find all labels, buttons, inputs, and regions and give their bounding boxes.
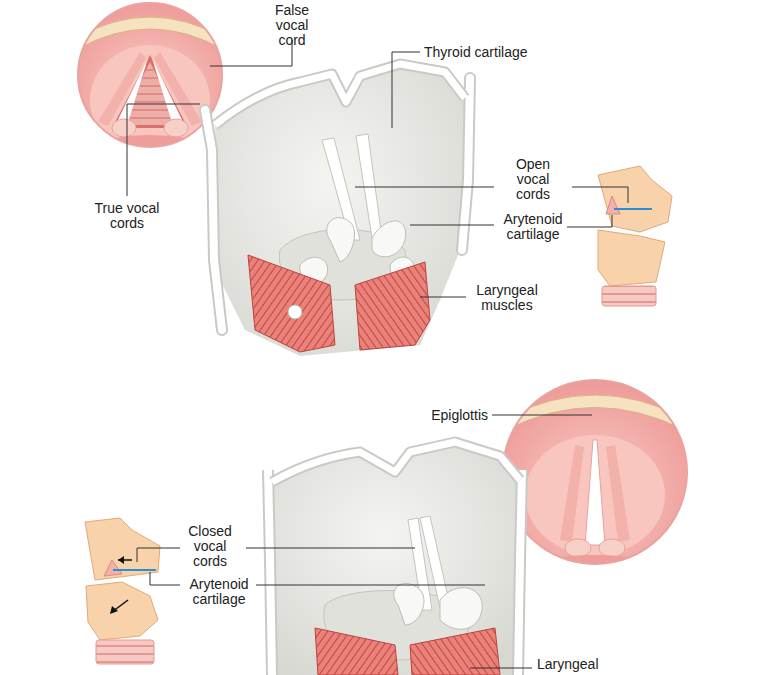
part-label: Arytenoid cartilage [496, 212, 570, 242]
part-label: Epiglottis [400, 408, 488, 423]
part-label: Arytenoid cartilage [183, 577, 255, 607]
part-label: Laryngeal muscles [469, 283, 545, 313]
part-label: False vocal cord [262, 3, 322, 48]
part-label: Open vocal cords [498, 157, 568, 202]
part-label: Laryngeal [537, 657, 657, 672]
part-label: True vocal cords [94, 201, 160, 231]
part-label: Closed vocal cords [180, 524, 240, 569]
part-label: Thyroid cartilage [424, 45, 564, 60]
